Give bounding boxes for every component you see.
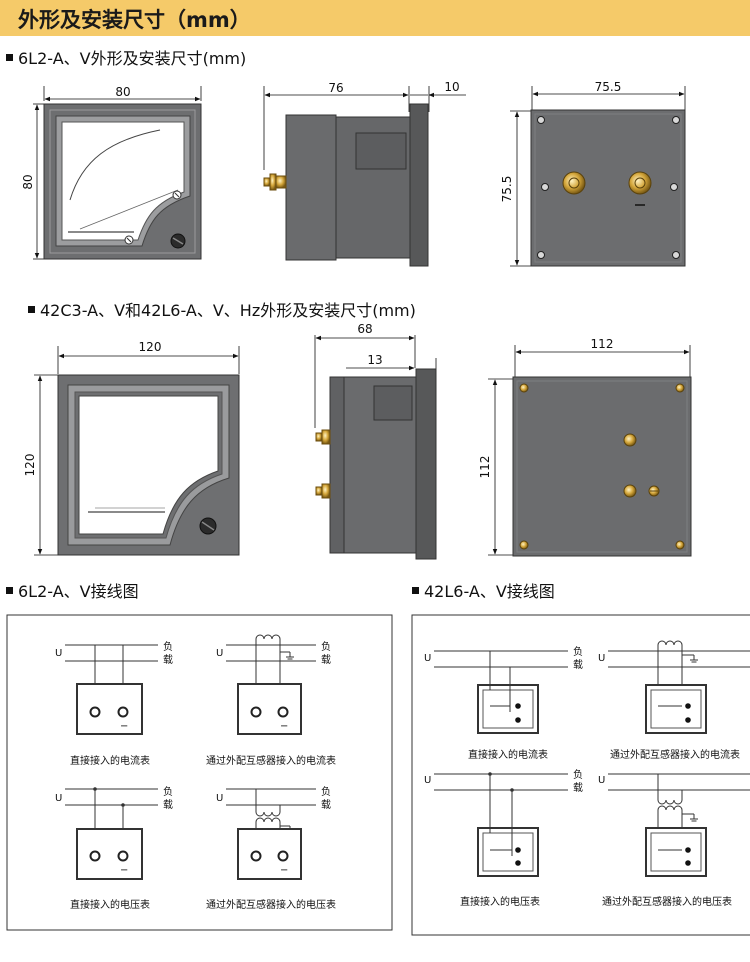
svg-text:直接接入的电流表: 直接接入的电流表 [468, 748, 548, 761]
svg-text:载: 载 [321, 799, 331, 811]
dim-112-height: 112 [478, 456, 492, 479]
svg-text:负: 负 [573, 645, 583, 658]
terminal-plus-icon [623, 433, 637, 447]
svg-text:U: U [216, 793, 223, 804]
svg-text:载: 载 [163, 799, 173, 811]
dim-75-5-height: 75.5 [500, 176, 514, 203]
terminal-minus-icon [623, 484, 637, 498]
wiring-42l6-ct-ammeter: U 通过外配互感器接入的电流表 [598, 640, 750, 761]
section-title-42l6-wiring: 42L6-A、V接线图 [412, 578, 555, 602]
wiring-direct-ammeter: U 负 载 − 直接接入的电流表 [55, 640, 173, 767]
wiring-pt-voltmeter: U 负 载 − 通过外配互感器接入的电压表 [206, 785, 336, 911]
wiring-42l6: U 负 载 直接接入的电流表 U [411, 614, 750, 936]
meter-6l2-back: 75.5 75.5 [500, 80, 686, 267]
svg-text:−: − [120, 865, 128, 876]
terminal-plus-icon [562, 171, 586, 195]
meter-42c3-front: 120 120 [23, 340, 240, 556]
wiring-ct-ammeter: U 负 载 − 通过外配互感器接入的电流表 [206, 634, 336, 767]
header-banner: 外形及安装尺寸（mm） [0, 0, 750, 36]
section-title-6l2-wiring: 6L2-A、V接线图 [6, 578, 139, 602]
dim-10: 10 [444, 80, 459, 94]
dim-112-width: 112 [591, 337, 614, 351]
section-title-6l2-dimensions: 6L2-A、V外形及安装尺寸(mm) [6, 45, 246, 69]
svg-text:U: U [216, 648, 223, 659]
svg-text:负: 负 [321, 640, 331, 653]
terminal-minus-icon [628, 171, 652, 195]
svg-text:通过外配互感器接入的电压表: 通过外配互感器接入的电压表 [602, 895, 732, 908]
svg-text:载: 载 [573, 782, 583, 794]
dim-120-width: 120 [139, 340, 162, 354]
svg-text:U: U [424, 775, 431, 786]
svg-text:负: 负 [573, 768, 583, 781]
svg-text:−: − [280, 865, 288, 876]
dim-68: 68 [357, 322, 372, 336]
meter-6l2-side: 76 10 [263, 80, 466, 267]
svg-text:U: U [55, 793, 62, 804]
wiring-42l6-direct-ammeter: U 负 载 直接接入的电流表 [424, 645, 583, 761]
dim-13: 13 [367, 353, 382, 367]
svg-text:U: U [424, 653, 431, 664]
bullet-square-icon [412, 587, 419, 594]
wiring-6l2: U 负 载 − 直接接入的电流表 U 负 载 [6, 614, 393, 931]
svg-text:负: 负 [321, 785, 331, 798]
svg-text:U: U [598, 653, 605, 664]
svg-text:载: 载 [163, 654, 173, 666]
svg-text:通过外配互感器接入的电流表: 通过外配互感器接入的电流表 [610, 748, 740, 761]
svg-text:通过外配互感器接入的电流表: 通过外配互感器接入的电流表 [206, 754, 336, 767]
svg-text:载: 载 [573, 659, 583, 671]
bullet-square-icon [6, 587, 13, 594]
meter-42c3-side: 68 13 [314, 322, 437, 560]
svg-text:载: 载 [321, 654, 331, 666]
bullet-square-icon [28, 306, 35, 313]
svg-text:负: 负 [163, 640, 173, 653]
svg-text:−: − [120, 721, 128, 732]
dim-75-5-width: 75.5 [595, 80, 622, 94]
meter-6l2-front: 80 80 [21, 85, 202, 260]
page-title: 外形及安装尺寸（mm） [18, 8, 251, 32]
svg-text:负: 负 [163, 785, 173, 798]
svg-text:−: − [280, 721, 288, 732]
svg-text:直接接入的电压表: 直接接入的电压表 [70, 898, 150, 911]
svg-text:通过外配互感器接入的电压表: 通过外配互感器接入的电压表 [206, 898, 336, 911]
svg-text:直接接入的电流表: 直接接入的电流表 [70, 754, 150, 767]
svg-text:直接接入的电压表: 直接接入的电压表 [460, 895, 540, 908]
dim-80-width: 80 [115, 85, 130, 99]
meter-42c3-back: 112 112 [478, 337, 692, 557]
dim-120-height: 120 [23, 454, 37, 477]
svg-text:U: U [598, 775, 605, 786]
section-title-42c3-dimensions: 42C3-A、V和42L6-A、V、Hz外形及安装尺寸(mm) [28, 297, 416, 321]
svg-text:U: U [55, 648, 62, 659]
dim-76: 76 [328, 81, 343, 95]
wiring-42l6-direct-voltmeter: U 负 载 直接接入的电压表 [424, 768, 583, 908]
wiring-42l6-pt-voltmeter: U 通过外配互感器接入的电压表 [598, 773, 750, 908]
wiring-direct-voltmeter: U 负 载 − 直接接入的电压表 [55, 785, 173, 911]
bullet-square-icon [6, 54, 13, 61]
dim-80-height: 80 [21, 174, 35, 189]
